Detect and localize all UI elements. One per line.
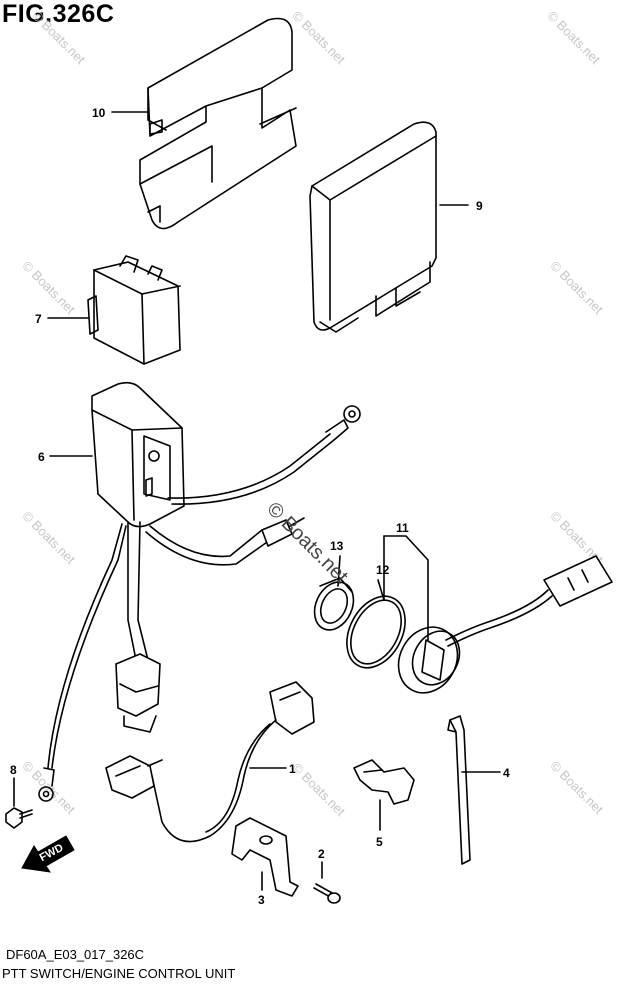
callout-2: 2 <box>318 847 325 861</box>
part-11-ptt-switch <box>397 555 613 694</box>
part-3-bracket <box>231 817 299 897</box>
callout-9: 9 <box>476 199 483 213</box>
callout-4: 4 <box>503 766 510 780</box>
callout-13: 13 <box>330 539 344 553</box>
callout-10: 10 <box>92 106 106 120</box>
part-4-cable-tie <box>447 715 471 865</box>
part-5-clamp <box>353 759 415 805</box>
part-13-nut <box>313 577 355 631</box>
fwd-arrow-icon: FWD <box>21 835 75 873</box>
callout-1: 1 <box>289 762 296 776</box>
part-9-ecu <box>309 121 437 333</box>
callout-12: 12 <box>376 563 390 577</box>
part-7-relay <box>87 255 181 365</box>
part-2-screw <box>313 883 341 904</box>
part-10-holder <box>139 17 297 230</box>
figure-title: FIG.326C <box>2 0 115 28</box>
figure-caption: PTT SWITCH/ENGINE CONTROL UNIT <box>2 966 236 981</box>
callout-5: 5 <box>376 835 383 849</box>
figure-code: DF60A_E03_017_326C <box>6 947 145 962</box>
callout-3: 3 <box>258 893 265 907</box>
part-8-bolt <box>5 807 33 829</box>
callout-6: 6 <box>38 450 45 464</box>
callout-8: 8 <box>10 763 17 777</box>
callout-7: 7 <box>35 312 42 326</box>
callout-11: 11 <box>396 521 409 535</box>
part-1-harness <box>105 681 315 843</box>
part-12-o-ring <box>346 595 406 669</box>
part-6-ptt-unit <box>38 381 361 802</box>
